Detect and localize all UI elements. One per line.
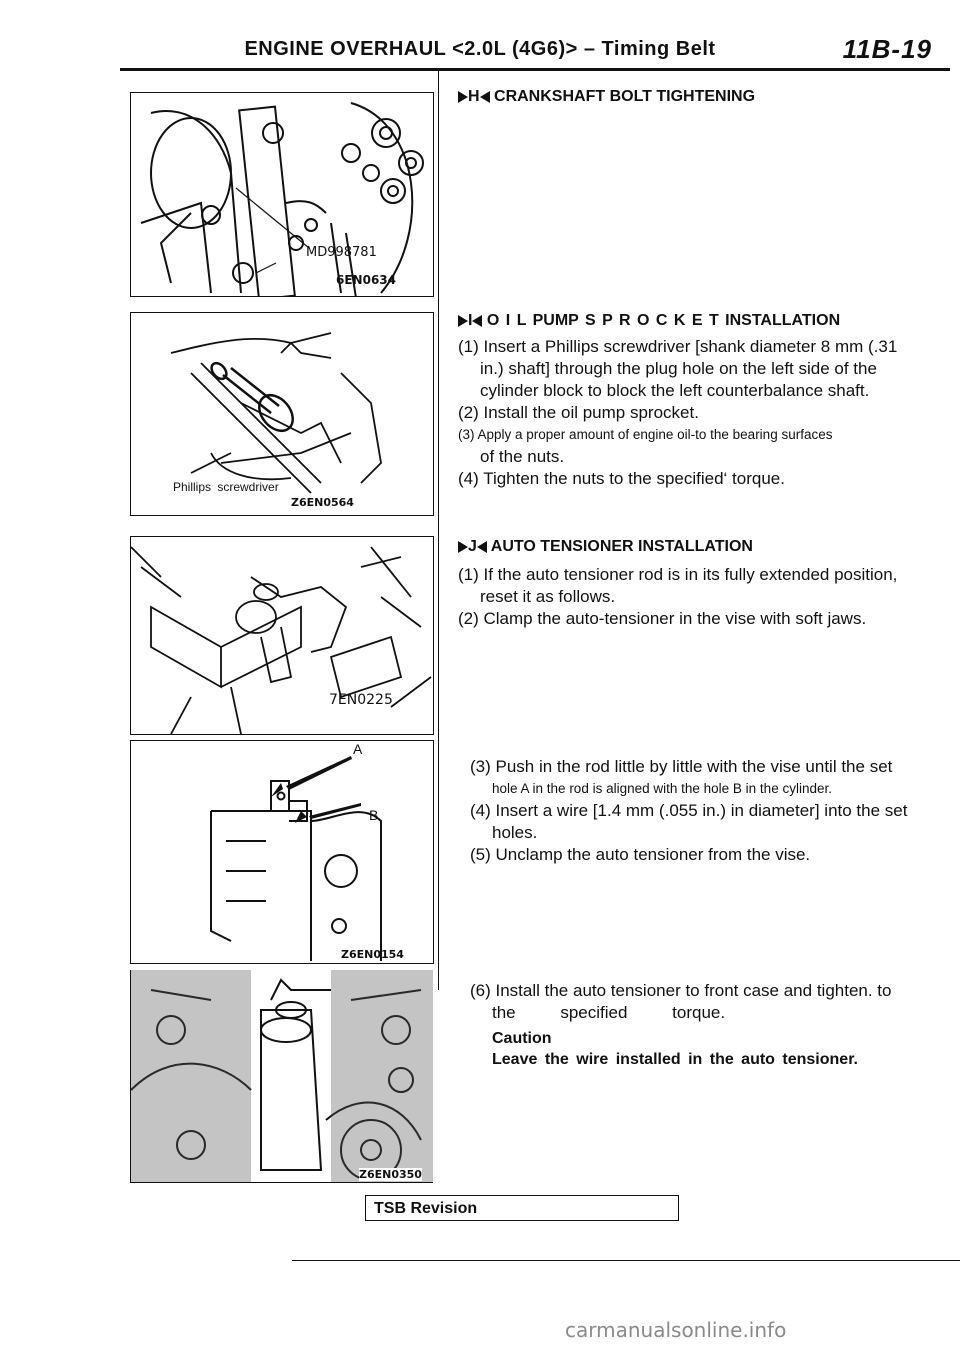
step-line: of the nuts. (480, 447, 565, 466)
step-line: (5) Unclamp the auto tensioner from the … (470, 845, 811, 864)
arrow-right-icon (458, 540, 468, 553)
watermark: carmanualsonline.info (565, 1318, 787, 1342)
vise-illustration (131, 546, 432, 734)
figure-phillips-screwdriver: Phillips screwdriver Z6EN0564 (130, 312, 434, 516)
figure-tensioner-installed: Z6EN0350 (130, 970, 433, 1183)
arrow-left-icon (472, 314, 483, 327)
section-h-heading: H CRANKSHAFT BOLT TIGHTENING (458, 88, 755, 106)
figure-set-holes: A B Z6EN0154 (130, 740, 434, 964)
column-divider (438, 70, 439, 990)
section-j-steps-b: (3) Push in the rod little by little wit… (470, 756, 950, 866)
tsb-revision-box: TSB Revision (365, 1195, 679, 1221)
arrow-left-icon (476, 540, 487, 553)
caution-label: Caution (492, 1030, 552, 1047)
crankshaft-tool-illustration (140, 102, 424, 296)
section-j-marker: J (468, 538, 477, 555)
figure-code: Z6EN0154 (341, 948, 404, 961)
arrow-right-icon (458, 314, 468, 327)
section-j-heading: J AUTO TENSIONER INSTALLATION (458, 538, 948, 556)
step-line: reset it as follows. (480, 587, 616, 606)
footer-divider (292, 1260, 960, 1261)
figure-vise-clamp: 7EN0225 (130, 536, 434, 735)
section-j: J AUTO TENSIONER INSTALLATION (1) If the… (458, 538, 948, 630)
section-j-steps-c: (6) Install the auto tensioner to front … (470, 980, 950, 1024)
label-a: A (353, 741, 363, 757)
step-line: holes. (492, 823, 538, 842)
section-i: I O I L PUMP S P R O C K E T INSTALLATIO… (458, 312, 948, 490)
screwdriver-illustration (170, 332, 382, 494)
section-i-marker: I (468, 312, 473, 329)
caution-text: Leave the wire installed in the auto ten… (492, 1051, 858, 1068)
arrow-right-icon (458, 90, 468, 103)
step-line: cylinder block to block the left counter… (480, 381, 870, 400)
step-line: the specified torque. (492, 1003, 726, 1022)
step-line: (2) Install the oil pump sprocket. (458, 403, 699, 422)
step-line: (4) Insert a wire [1.4 mm (.055 in.) in … (470, 801, 908, 820)
section-h-marker: H (468, 88, 480, 105)
section-j-title: AUTO TENSIONER INSTALLATION (490, 538, 753, 555)
figure-code: Z6EN0350 (359, 1168, 422, 1181)
step-line: (4) Tighten the nuts to the specified‘ t… (458, 469, 785, 488)
step-line: (1) Insert a Phillips screwdriver [shank… (458, 337, 898, 356)
step-line: in.) shaft] through the plug hole on the… (480, 359, 877, 378)
figure-code: 7EN0225 (329, 692, 393, 708)
caution-block: Caution Leave the wire installed in the … (492, 1028, 942, 1070)
step-line: (1) If the auto tensioner rod is in its … (458, 565, 898, 584)
step-line: (2) Clamp the auto-tensioner in the vise… (458, 609, 867, 628)
header-divider (120, 68, 950, 71)
section-h-title: CRANKSHAFT BOLT TIGHTENING (494, 88, 756, 105)
section-i-title: O I L PUMP S P R O C K E T INSTALLATION (486, 312, 841, 329)
page-title: ENGINE OVERHAUL <2.0L (4G6)> – Timing Be… (244, 38, 716, 60)
tool-number-label: MD998781 (306, 245, 377, 260)
arrow-left-icon (479, 90, 490, 103)
figure-crankshaft-bolt: MD998781 6EN0634 (130, 92, 434, 297)
set-holes-illustration (210, 756, 382, 961)
step-line: (3) Apply a proper amount of engine oil-… (458, 427, 833, 442)
figure-code: Z6EN0564 (291, 496, 354, 509)
step-line: (3) Push in the rod little by little wit… (470, 757, 893, 776)
step-line: hole A in the rod is aligned with the ho… (492, 781, 832, 796)
section-i-heading: I O I L PUMP S P R O C K E T INSTALLATIO… (458, 312, 948, 330)
tensioner-installed-illustration (131, 970, 433, 1182)
step-line: (6) Install the auto tensioner to front … (470, 981, 892, 1000)
figure-code: 6EN0634 (336, 273, 396, 287)
label-b: B (369, 807, 379, 823)
figure-caption: Phillips screwdriver (173, 480, 279, 494)
page-number: 11B-19 (842, 34, 932, 64)
